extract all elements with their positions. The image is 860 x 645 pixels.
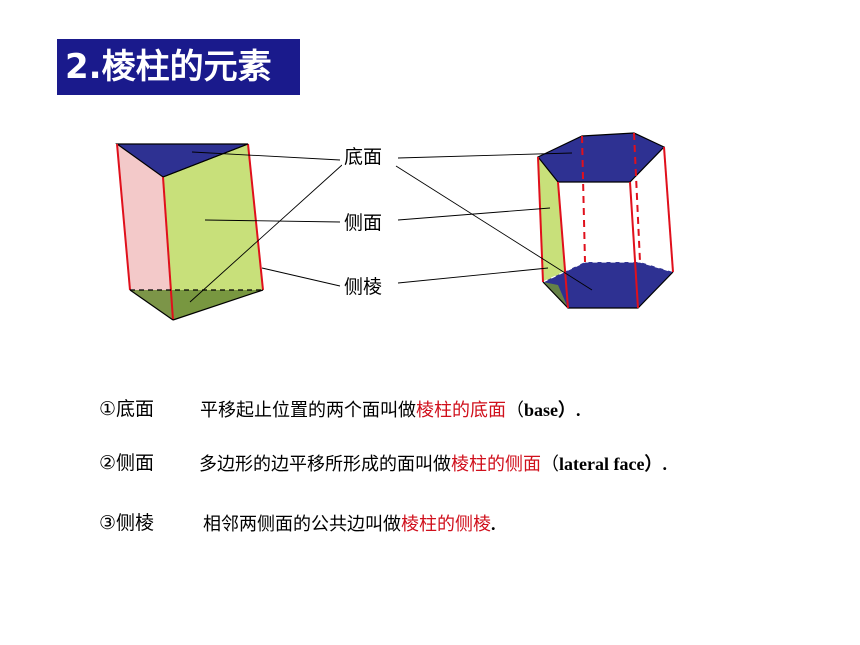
definition-lateral-edge-end: .: [491, 514, 496, 534]
definition-lateral-edge-text: 相邻两侧面的公共边叫做棱柱的侧棱.: [203, 512, 496, 537]
definition-lateral-face-paren: （: [541, 454, 559, 475]
definition-lateral-face-text: 多边形的边平移所形成的面叫做棱柱的侧面（lateral face）.: [199, 452, 667, 477]
definition-base-text: 平移起止位置的两个面叫做棱柱的底面（base）.: [200, 398, 581, 423]
triangular-prism: [115, 143, 264, 321]
term-base: ①底面: [99, 398, 155, 420]
term-lateral-face: ②侧面: [99, 452, 155, 474]
definition-lateral-face-highlight: 棱柱的侧面: [451, 454, 541, 475]
definition-base-english: base: [524, 400, 559, 420]
label-lateral-face: 侧面: [342, 212, 385, 234]
triangular-prism-bottom-base: [130, 290, 263, 320]
label-lateral-edge: 侧棱: [342, 276, 385, 298]
triangular-prism-back-face: [117, 144, 173, 320]
definition-base-end: ）.: [558, 400, 581, 420]
definition-lateral-edge-before: 相邻两侧面的公共边叫做: [203, 514, 401, 535]
definition-base-highlight: 棱柱的底面: [416, 400, 506, 421]
term-lateral-edge: ③侧棱: [99, 512, 155, 534]
definition-base-before: 平移起止位置的两个面叫做: [200, 400, 416, 421]
leader-lines: [189, 151, 593, 303]
definition-base-paren: （: [506, 400, 524, 421]
label-base: 底面: [342, 146, 385, 168]
title-banner: 2.棱柱的元素: [57, 39, 300, 95]
definition-lateral-face-before: 多边形的边平移所形成的面叫做: [199, 454, 451, 475]
hexagonal-prism-top-base: [537, 132, 666, 183]
page-title: 2.棱柱的元素: [65, 47, 272, 87]
definition-lateral-edge-highlight: 棱柱的侧棱: [401, 514, 491, 535]
hexagonal-prism: [537, 132, 674, 309]
triangular-prism-lateral-face: [163, 144, 263, 320]
hexagonal-prism-bottom-base: [543, 262, 673, 308]
definition-lateral-face-end: ）.: [644, 454, 667, 474]
definition-lateral-face-english: lateral face: [559, 454, 645, 474]
